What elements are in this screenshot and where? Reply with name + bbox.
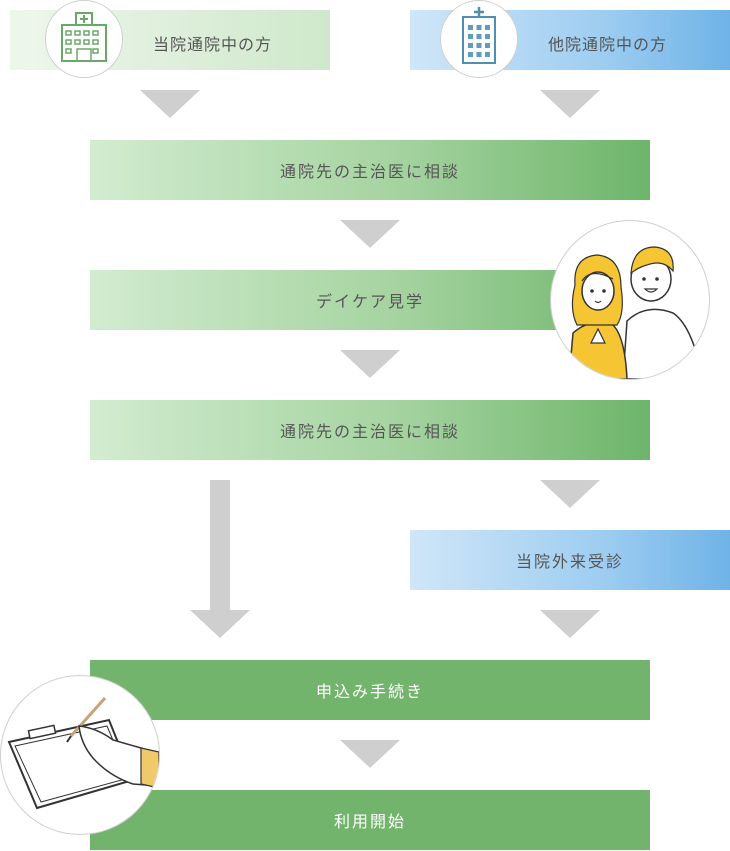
arrow-down-icon [540, 90, 600, 120]
step-consult-doctor-2: 通院先の主治医に相談 [90, 400, 650, 460]
arrow-down-icon [540, 480, 600, 510]
arrow-down-icon [540, 610, 600, 640]
step-start-use: 利用開始 [90, 790, 650, 850]
hospital-building-icon [45, 0, 123, 78]
step-consult-doctor-1: 通院先の主治医に相談 [90, 140, 650, 200]
clipboard-writing-illustration [0, 675, 160, 835]
other-patient-label: 他院通院中の方 [548, 31, 667, 55]
couple-illustration [550, 220, 710, 380]
own-patient-label: 当院通院中の方 [153, 31, 272, 55]
arrow-down-icon [340, 350, 400, 380]
step-outpatient-visit: 当院外来受診 [410, 530, 730, 590]
arrow-down-icon [140, 90, 200, 120]
long-arrow-down-icon [190, 480, 250, 640]
arrow-down-icon [340, 740, 400, 770]
hospital-tower-icon [440, 0, 518, 78]
arrow-down-icon [340, 220, 400, 250]
step-application: 申込み手続き [90, 660, 650, 720]
